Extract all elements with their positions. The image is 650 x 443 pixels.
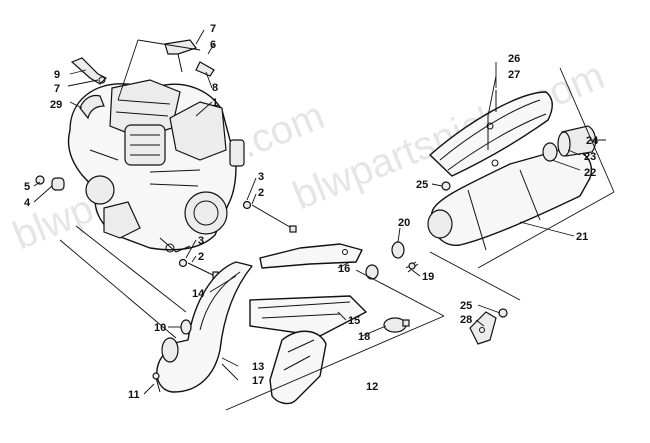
- callout-3-upper: 3: [258, 171, 264, 183]
- callout-4: 4: [24, 197, 31, 209]
- exhaust-heat-shield-long: [249, 295, 367, 337]
- callout-7-top: 7: [210, 23, 216, 35]
- callout-11: 11: [128, 389, 140, 401]
- intake-boot: [79, 94, 105, 120]
- callout-25-lower: 25: [460, 300, 472, 312]
- muffler-heat-shield: [429, 90, 553, 177]
- upper-heat-shield-strip: [259, 243, 363, 269]
- callout-25-upper: 25: [416, 179, 428, 191]
- callout-3-lower: 3: [198, 235, 204, 247]
- bolt-11: [152, 372, 161, 393]
- gasket-10: [180, 319, 192, 335]
- callout-12: 12: [366, 381, 378, 393]
- callout-29: 29: [50, 99, 62, 111]
- callout-23: 23: [584, 151, 596, 163]
- nut-25-lower: [498, 308, 508, 318]
- outlet-gasket: [542, 142, 558, 162]
- muffler-body: [427, 148, 593, 251]
- callout-26: 26: [508, 53, 520, 65]
- callout-9: 9: [54, 69, 60, 81]
- engine-assembly: [67, 79, 245, 253]
- callout-14: 14: [192, 288, 205, 300]
- callout-17: 17: [252, 375, 264, 387]
- hose-clamp-18: [383, 317, 410, 333]
- callout-21: 21: [576, 231, 588, 243]
- flex-pipe-section: [269, 330, 327, 405]
- through-bolt-lower: [178, 258, 219, 279]
- callout-1: 1: [212, 97, 218, 109]
- callout-19: 19: [422, 271, 434, 283]
- callout-13: 13: [252, 361, 264, 373]
- muffler-mount-nut: [441, 181, 451, 191]
- engine-mount-bracket-left: [70, 57, 108, 85]
- callout-22: 22: [584, 167, 596, 179]
- leader-lines: [33, 29, 598, 395]
- callout-2-lower: 2: [198, 251, 204, 263]
- callout-27: 27: [508, 69, 520, 81]
- gasket-20: [391, 241, 405, 259]
- callout-28: 28: [460, 314, 472, 326]
- fastener-nut-5: [35, 175, 45, 185]
- callout-18: 18: [358, 331, 370, 343]
- callout-8: 8: [212, 82, 218, 94]
- callout-2-upper: 2: [258, 187, 264, 199]
- callout-24: 24: [586, 135, 599, 147]
- callout-10: 10: [154, 322, 166, 334]
- fastener-spacer-4: [51, 177, 65, 191]
- group-bracket-lines: [59, 39, 615, 411]
- spring-19: [405, 261, 419, 273]
- muffler-outlet-cap: [557, 125, 597, 157]
- callout-7-left: 7: [54, 83, 60, 95]
- callout-15: 15: [348, 315, 360, 327]
- exhaust-pipe: [156, 261, 253, 393]
- callout-numbers: 7 6 9 7 29 8 1 5 4 3 2 3 2 26 27 24 23 2…: [24, 23, 599, 401]
- callout-16: 16: [338, 263, 350, 275]
- callout-20: 20: [398, 217, 410, 229]
- callout-6: 6: [210, 39, 216, 51]
- callout-5: 5: [24, 181, 30, 193]
- inlet-clamp-16: [365, 264, 379, 280]
- through-bolt-upper: [242, 200, 297, 233]
- mount-bracket-28: [469, 311, 497, 345]
